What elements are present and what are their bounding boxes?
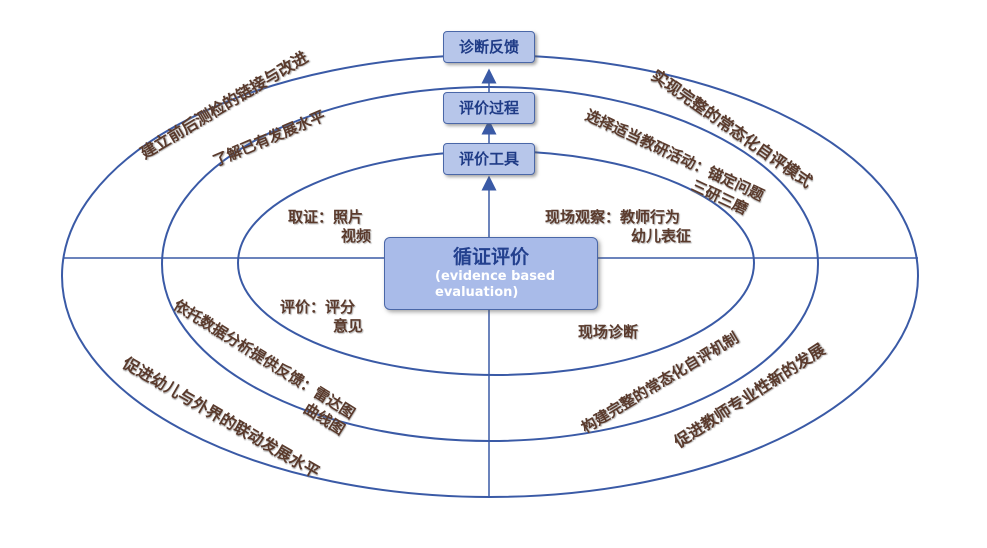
inner-bottom-left-line2: 意见: [333, 316, 364, 335]
middle-ellipse: [161, 86, 819, 442]
feedback-box: 诊断反馈: [443, 31, 535, 63]
inner-bottom-right-label: 现场诊断: [578, 323, 639, 341]
process-box: 评价过程: [443, 92, 535, 124]
inner-top-right-label: 现场观察：教师行为 幼儿表征: [545, 208, 691, 246]
inner-bottom-left-label: 评价：评分 意见: [280, 298, 363, 336]
center-subtitle-line1: (evidence based: [435, 269, 556, 284]
inner-top-right-line1: 现场观察：教师行为: [545, 208, 681, 226]
center-box: 循证评价 (evidence based evaluation): [384, 237, 598, 310]
center-subtitle-line2: evaluation): [435, 285, 519, 301]
center-subtitle: (evidence based evaluation): [435, 269, 555, 302]
inner-top-left-line1: 取证：照片: [288, 208, 364, 226]
inner-top-left-label: 取证：照片 视频: [288, 208, 371, 246]
center-title: 循证评价: [452, 246, 529, 268]
tool-box: 评价工具: [443, 143, 535, 175]
inner-top-left-line2: 视频: [341, 226, 372, 245]
inner-top-right-line2: 幼儿表征: [631, 226, 692, 245]
inner-bottom-left-line1: 评价：评分: [280, 298, 356, 316]
